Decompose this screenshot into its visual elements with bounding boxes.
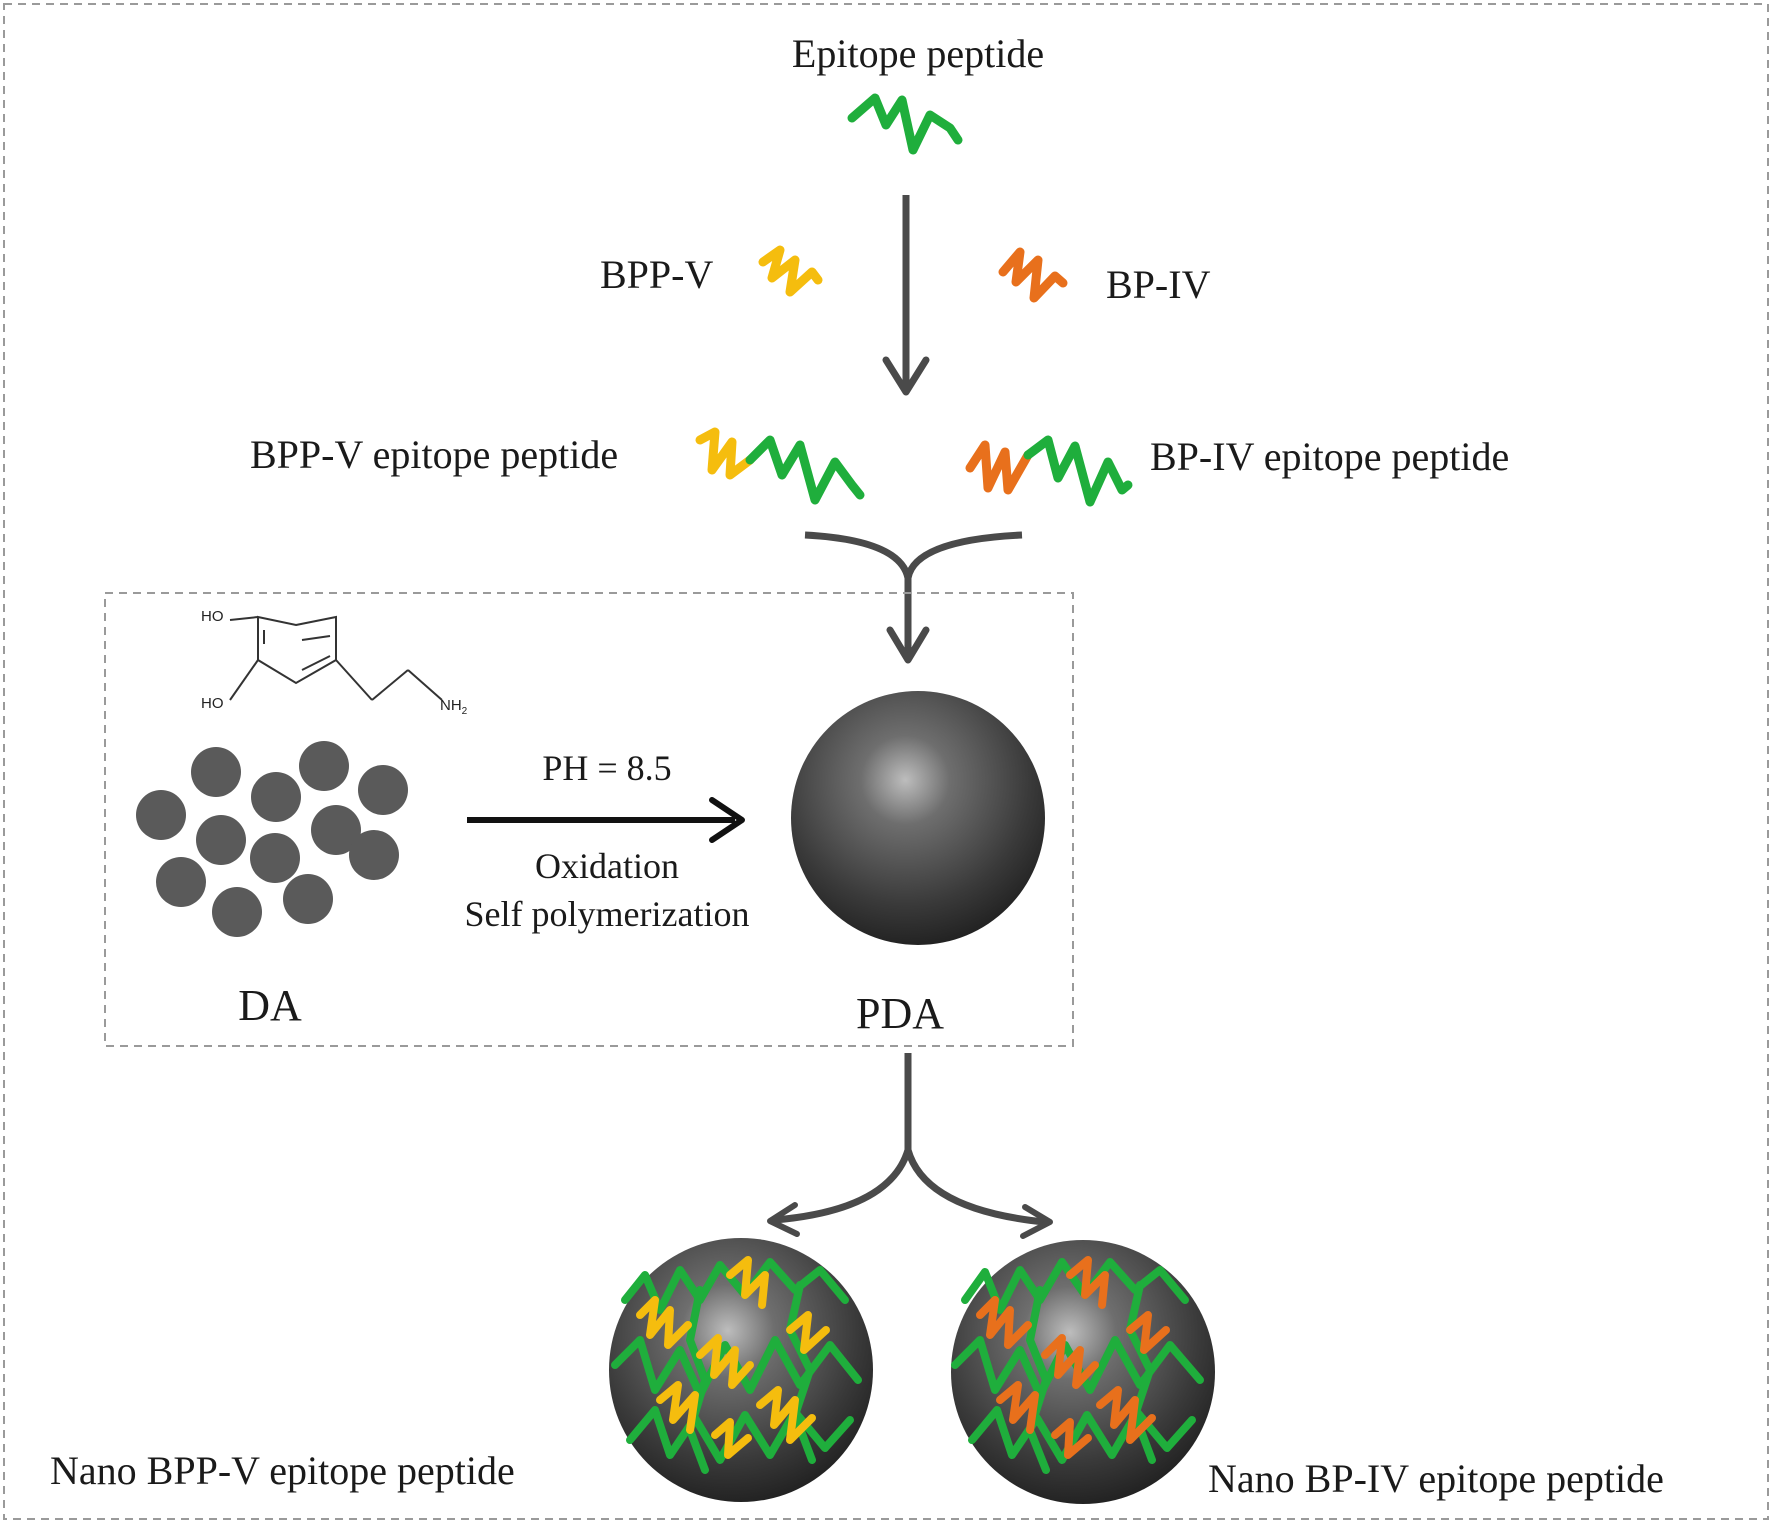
pda-label: PDA [856,989,944,1038]
nano-bpp-v-label: Nano BPP-V epitope peptide [50,1448,515,1493]
self-polymerization-label: Self polymerization [465,894,750,934]
dopamine-structure [229,615,443,701]
da-particle [196,815,246,865]
bpp-v-epitope-yellow-part [695,427,755,480]
bp-iv-label: BP-IV [1106,262,1211,307]
da-particle [212,887,262,937]
da-particle [156,857,206,907]
bp-iv-epitope-label: BP-IV epitope peptide [1150,434,1509,479]
bp-iv-epitope-orange-part [965,440,1033,495]
bpp-v-squiggle [758,245,823,297]
da-particle [283,874,333,924]
dopamine-particles [136,741,408,937]
epitope-peptide-label: Epitope peptide [792,31,1044,76]
merge-arrow-left [804,531,912,579]
bpp-v-epitope-green-part [745,435,865,505]
da-particle [358,765,408,815]
bpp-v-epitope-label: BPP-V epitope peptide [250,432,618,477]
da-particle [251,772,301,822]
bp-iv-squiggle [998,247,1068,303]
da-particle [136,790,186,840]
oxidation-label: Oxidation [535,846,679,886]
da-label: DA [238,981,302,1030]
split-arrow-right [904,1148,1046,1226]
epitope-peptide-squiggle [847,93,963,155]
split-arrow-left [774,1148,912,1224]
nh2-label: NH2 [440,697,468,717]
merge-arrow-right [904,531,1023,579]
ph-label: PH = 8.5 [542,748,671,788]
outer-frame [3,3,1769,1520]
pda-sphere [791,691,1045,945]
da-particle [191,747,241,797]
nano-bp-iv-sphere [951,1240,1215,1504]
ho-bottom-label: HO [201,695,224,712]
da-particle [299,741,349,791]
ho-top-label: HO [201,608,224,625]
da-particle [349,830,399,880]
reaction-arrow-head [709,797,745,843]
bpp-v-label: BPP-V [600,252,713,297]
da-particle [250,833,300,883]
arrow-top-down-head [882,356,930,396]
merge-arrow-head [886,626,930,664]
split-arrow-right-head [1020,1204,1053,1239]
bp-iv-epitope-green-part [1023,435,1133,507]
polymerization-box [104,592,1074,1047]
da-particle [311,805,361,855]
split-arrow-left-head [767,1202,800,1237]
nano-bp-iv-label: Nano BP-IV epitope peptide [1208,1456,1664,1501]
nano-bpp-v-sphere [609,1238,873,1502]
